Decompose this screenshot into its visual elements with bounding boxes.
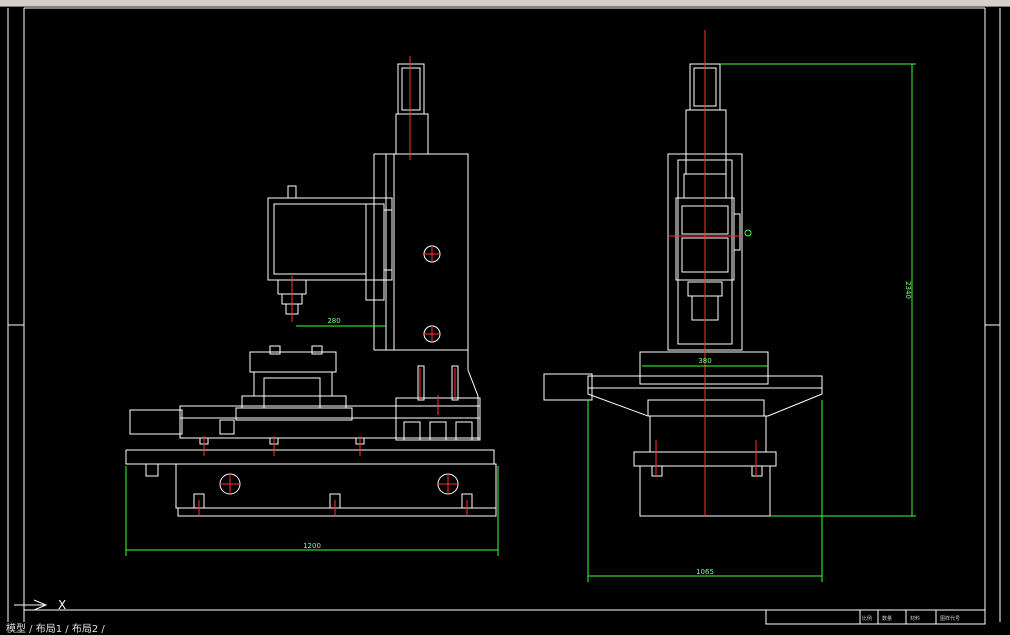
title-cell-scale: 比例 [862,615,872,622]
title-cell-qty: 数量 [882,615,892,622]
window-title-bar [0,0,1010,7]
dim-overall-height: 2340 [904,281,912,299]
title-cell-drawing-no: 图样代号 [940,615,960,622]
cad-drawing-canvas[interactable]: 280 1200 [0,6,1010,630]
ucs-x-label: X [58,598,66,612]
dim-spindle-reach: 280 [327,317,340,325]
side-view-centerlines [655,30,757,516]
side-view-dimensions [587,63,916,582]
front-view-centerlines [198,56,468,516]
drawing-frame [7,7,1001,622]
layout-tabs[interactable]: 模型 / 布局1 / 布局2 / [6,624,105,635]
dim-base-width-front: 1200 [303,542,321,550]
dim-base-width-side: 1065 [696,568,714,576]
dim-table-width-side: 380 [698,357,711,365]
ucs-icon [14,599,48,611]
front-view [125,63,497,517]
front-view-dimensions [125,325,499,556]
title-cell-material: 材料 [910,615,920,622]
title-block [765,609,986,625]
side-view [543,63,823,517]
